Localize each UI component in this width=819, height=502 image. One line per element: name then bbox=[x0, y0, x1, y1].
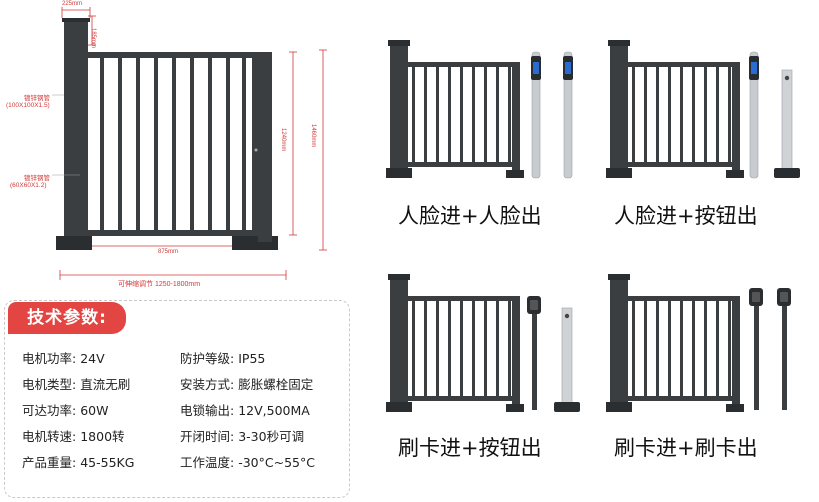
variant-face-face-image bbox=[386, 40, 573, 179]
spec-value: 60W bbox=[80, 403, 109, 418]
spec-row: 开闭时间:3-30秒可调 bbox=[180, 426, 304, 445]
spec-row: 防护等级:IP55 bbox=[180, 348, 265, 367]
spec-value: 膨胀螺栓固定 bbox=[238, 377, 314, 392]
variant-caption: 刷卡进+刷卡出 bbox=[614, 436, 758, 460]
spec-label: 电机转速: bbox=[22, 429, 77, 444]
variant-caption: 人脸进+按钮出 bbox=[614, 204, 758, 228]
spec-row: 工作温度:-30°C~55°C bbox=[180, 452, 315, 471]
latch-post bbox=[258, 52, 272, 242]
post-width-dim: 225mm bbox=[62, 1, 83, 7]
spec-row: 电机转速:1800转 bbox=[22, 426, 125, 445]
spec-row: 电机功率:24V bbox=[22, 348, 105, 367]
adjustable-width-dim: 可伸缩调节 1250-1800mm bbox=[118, 281, 201, 288]
spec-label: 电机功率: bbox=[22, 351, 77, 366]
spec-value: -30°C~55°C bbox=[238, 455, 315, 470]
spec-value: 直流无刷 bbox=[80, 377, 131, 392]
spec-row: 产品重量:45-55KG bbox=[22, 452, 134, 471]
spec-row: 可达功率:60W bbox=[22, 400, 108, 419]
gate-drawing-svg bbox=[52, 7, 327, 280]
variant-caption: 人脸进+人脸出 bbox=[398, 204, 542, 228]
spec-label: 防护等级: bbox=[180, 351, 235, 366]
spec-label: 安装方式: bbox=[180, 377, 235, 392]
spec-label: 电机类型: bbox=[22, 377, 77, 392]
spec-row: 电锁输出:12V,500MA bbox=[180, 400, 310, 419]
spec-value: IP55 bbox=[238, 351, 266, 366]
spec-label: 工作温度: bbox=[180, 455, 235, 470]
variant-face-button-image bbox=[606, 40, 800, 179]
variant-card-card-image bbox=[606, 274, 791, 412]
spec-label: 开闭时间: bbox=[180, 429, 235, 444]
spec-label: 产品重量: bbox=[22, 455, 77, 470]
gate-height-dim: 1240mm bbox=[280, 128, 286, 152]
spec-value: 24V bbox=[80, 351, 105, 366]
pipe-large-size: (100X100X1.5) bbox=[6, 102, 50, 109]
pipe-small-label: 镀锌钢管 bbox=[24, 175, 50, 182]
spec-row: 电机类型:直流无刷 bbox=[22, 374, 130, 393]
pipe-large-label: 镀锌钢管 bbox=[24, 95, 50, 102]
spec-row: 安装方式:膨胀螺栓固定 bbox=[180, 374, 313, 393]
spec-value: 3-30秒可调 bbox=[238, 429, 305, 444]
opening-width-dim: 875mm bbox=[158, 249, 179, 255]
spec-label: 电锁输出: bbox=[180, 403, 235, 418]
spec-value: 1800转 bbox=[80, 429, 125, 444]
post-extra-height-dim: 185mm bbox=[90, 28, 96, 49]
total-height-dim: 1460mm bbox=[310, 124, 316, 148]
spec-value: 45-55KG bbox=[80, 455, 135, 470]
pipe-small-size: (60X60X1.2) bbox=[10, 182, 47, 189]
variant-caption: 刷卡进+按钮出 bbox=[398, 436, 542, 460]
variant-card-button-image bbox=[386, 274, 580, 412]
spec-title: 技术参数: bbox=[8, 302, 126, 334]
spec-label: 可达功率: bbox=[22, 403, 77, 418]
spec-value: 12V,500MA bbox=[238, 403, 310, 418]
